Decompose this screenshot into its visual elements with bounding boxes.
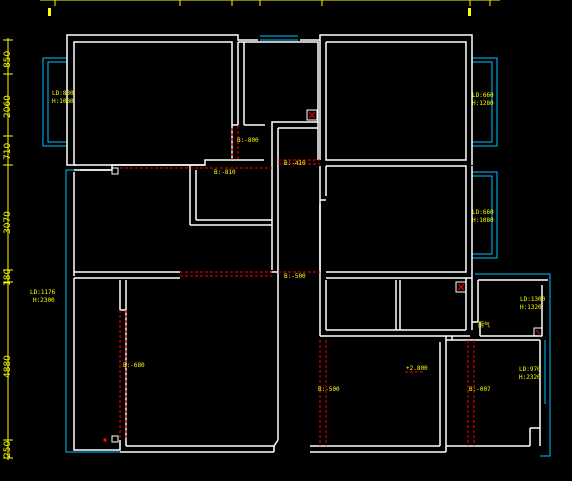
dim-2060: 2060 <box>3 95 13 118</box>
fixture-square <box>455 281 467 293</box>
fixture-square <box>111 435 119 443</box>
label-elevation: +2.800 <box>406 365 428 372</box>
dim-180: 180 <box>3 269 13 286</box>
dim-4880: 4880 <box>3 355 13 378</box>
top-dimension-chain <box>40 0 500 6</box>
label-beam-2: B:-810 <box>214 169 236 176</box>
dim-250: 250 <box>3 441 13 458</box>
label-window-3a: LD:660 <box>472 209 494 216</box>
label-beam-5: B:-500 <box>318 386 340 393</box>
label-window-4b: H:2300 <box>33 297 55 304</box>
fixtures <box>103 109 543 443</box>
dim-3070: 3070 <box>3 211 13 234</box>
left-dimension-chain <box>3 38 13 460</box>
walls <box>66 34 548 453</box>
beams <box>119 126 475 446</box>
label-kitchen: 厨气 <box>478 321 490 329</box>
top-section-marks <box>48 8 471 16</box>
dim-710: 710 <box>3 143 13 160</box>
label-beam-1: B:-800 <box>237 137 259 144</box>
label-window-5a: LD:1300 <box>520 296 546 303</box>
fixture-point <box>103 438 107 442</box>
label-window-5b: H:1320 <box>520 304 542 311</box>
labels: LD:830 H:1080 LD:660 H:1280 LD:660 H:108… <box>30 90 546 393</box>
label-window-4a: LD:1176 <box>30 289 56 296</box>
label-window-2b: H:1280 <box>472 100 494 107</box>
label-beam-6: B:-680 <box>123 362 145 369</box>
label-window-6b: H:2320 <box>519 374 541 381</box>
label-window-1a: LD:830 <box>52 90 74 97</box>
label-window-1b: H:1080 <box>52 98 74 105</box>
label-beam-3: B:-500 <box>284 273 306 280</box>
windows <box>42 35 551 457</box>
label-window-2a: LD:660 <box>472 92 494 99</box>
fixture-square <box>111 167 119 175</box>
fixture-square <box>306 109 318 121</box>
label-beam-8: B:-007 <box>469 386 491 393</box>
label-window-6a: LD:970 <box>519 366 541 373</box>
fixture-square <box>533 327 543 337</box>
dim-850: 850 <box>3 51 13 68</box>
label-beam-4: B:-410 <box>284 160 306 167</box>
label-window-3b: H:1080 <box>472 217 494 224</box>
